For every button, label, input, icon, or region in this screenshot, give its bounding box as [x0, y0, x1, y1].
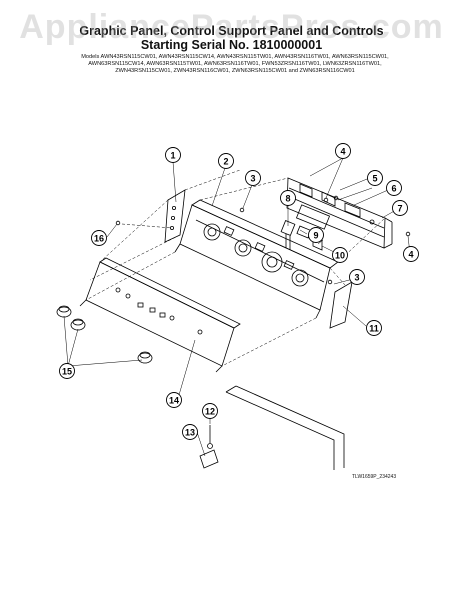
svg-text:8: 8 — [285, 194, 290, 204]
callout-2: 2 — [218, 153, 234, 169]
callout-6: 6 — [386, 180, 402, 196]
callout-8: 8 — [280, 190, 296, 206]
callout-15: 15 — [59, 363, 75, 379]
callout-5: 5 — [367, 170, 383, 186]
svg-text:4: 4 — [408, 250, 413, 260]
callout-13: 13 — [182, 424, 198, 440]
title-line-1: Graphic Panel, Control Support Panel and… — [79, 24, 384, 38]
callout-3-upper: 3 — [245, 170, 261, 186]
svg-text:6: 6 — [391, 184, 396, 194]
diagram-title: Graphic Panel, Control Support Panel and… — [0, 24, 463, 52]
model-list-line-3: ZWN43RSN115CW01, ZWN43RSN116CW01, ZWN63R… — [115, 68, 355, 75]
model-list-line-1: Models AWN43RSN115CW01, AWN43RSN115CW14,… — [81, 54, 389, 60]
right-end-cap — [329, 281, 353, 329]
svg-text:14: 14 — [169, 396, 179, 406]
svg-text:9: 9 — [313, 231, 318, 241]
control-knobs — [56, 305, 153, 364]
callout-11: 11 — [366, 320, 382, 336]
svg-text:11: 11 — [369, 324, 379, 334]
leader-lines — [63, 157, 411, 457]
callout-9: 9 — [308, 227, 324, 243]
title-line-2: Starting Serial No. 1810000001 — [140, 38, 323, 52]
callout-7: 7 — [392, 200, 408, 216]
svg-text:3: 3 — [354, 273, 359, 283]
control-support-bracket — [286, 177, 393, 249]
model-list-line-2: AWN63RSN115CW14, AWN63RSN115TW01, AWN63R… — [88, 61, 382, 68]
callout-1: 1 — [165, 147, 181, 163]
model-list: Models AWN43RSN115CW01, AWN43RSN115CW14,… — [30, 54, 440, 76]
graphic-panel — [79, 257, 241, 373]
part-callouts: 1 2 3 4 5 6 7 4 8 9 10 3 11 16 15 14 12 … — [59, 143, 419, 440]
svg-text:7: 7 — [397, 204, 402, 214]
screws — [115, 195, 411, 285]
svg-text:3: 3 — [250, 174, 255, 184]
control-board-assembly — [280, 204, 331, 250]
svg-text:10: 10 — [335, 251, 345, 261]
callout-4-upper: 4 — [335, 143, 351, 159]
callout-16: 16 — [91, 230, 107, 246]
svg-text:5: 5 — [372, 174, 377, 184]
svg-text:16: 16 — [94, 234, 104, 244]
svg-text:12: 12 — [205, 407, 215, 417]
callout-3-lower: 3 — [349, 269, 365, 285]
svg-text:2: 2 — [223, 157, 228, 167]
cabinet-detail — [199, 385, 345, 470]
svg-text:13: 13 — [185, 428, 195, 438]
callout-4-lower: 4 — [403, 246, 419, 262]
callout-10: 10 — [332, 247, 348, 263]
figure-code: TLW1659P_234243 — [352, 474, 397, 480]
callout-14: 14 — [166, 392, 182, 408]
svg-text:15: 15 — [62, 367, 72, 377]
svg-text:1: 1 — [170, 151, 175, 161]
svg-text:4: 4 — [340, 147, 345, 157]
control-support-panel — [174, 199, 339, 319]
left-end-cap — [164, 189, 186, 243]
callout-12: 12 — [202, 403, 218, 419]
